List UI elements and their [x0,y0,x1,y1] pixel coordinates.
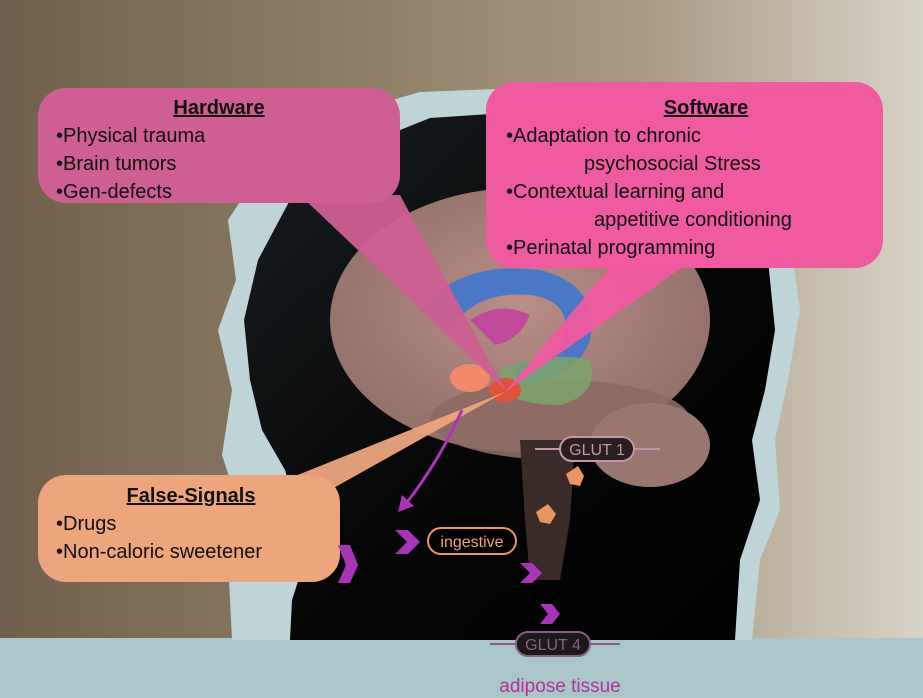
hardware-callout: Hardware •Physical trauma •Brain tumors … [56,94,382,206]
software-item: •Perinatal programming [506,234,866,262]
false-signals-title: False-Signals [56,482,326,510]
false-signals-callout: False-Signals •Drugs •Non-caloric sweete… [56,482,326,566]
glut1-label: GLUT 1 [569,442,625,459]
software-item: •Contextual learning and [506,178,866,206]
software-callout: Software •Adaptation to chronic psychoso… [506,94,866,262]
hardware-item: •Physical trauma [56,122,382,150]
software-title: Software [506,94,866,122]
ingestive-label: ingestive [440,534,503,551]
hardware-item: •Brain tumors [56,150,382,178]
software-item: •Adaptation to chronic [506,122,866,150]
hardware-title: Hardware [56,94,382,122]
false-signals-item: •Non-caloric sweetener [56,538,326,566]
software-item: psychosocial Stress [506,150,866,178]
adipose-tissue-label: adipose tissue [499,676,620,697]
hardware-item: •Gen-defects [56,178,382,206]
false-signals-item: •Drugs [56,510,326,538]
software-item: appetitive conditioning [506,206,866,234]
floor [0,638,923,698]
glut4-label: GLUT 4 [525,637,581,654]
